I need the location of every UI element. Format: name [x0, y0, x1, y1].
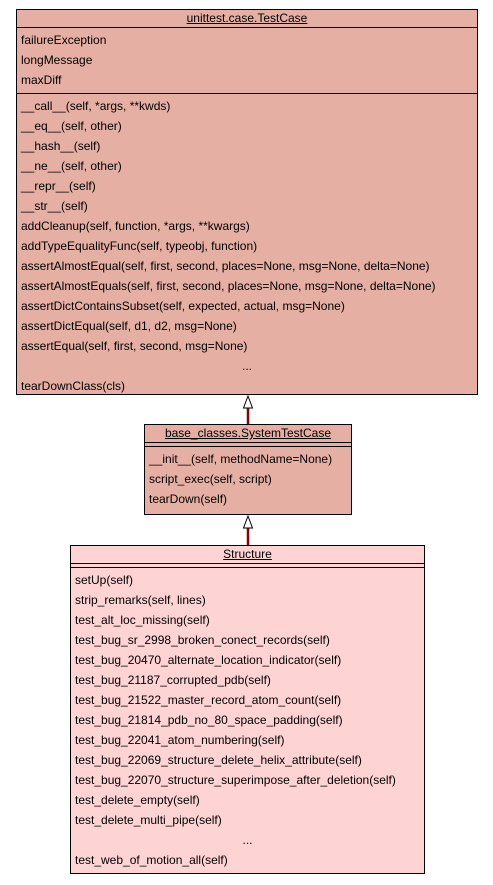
method-test-bug-22041: test_bug_22041_atom_numbering(self): [75, 733, 285, 747]
edge-arrowhead-system-to-testcase: [242, 394, 254, 409]
class-title-testcase: unittest.case.TestCase: [17, 10, 477, 28]
method-teardown-class: tearDownClass(cls): [21, 379, 126, 393]
method-hash: __hash__(self): [21, 139, 101, 153]
method-add-cleanup: addCleanup(self, function, *args, **kwar…: [21, 219, 250, 233]
method-assert-equal: assertEqual(self, first, second, msg=Non…: [21, 339, 248, 353]
method-assert-dict-contains-subset: assertDictContainsSubset(self, expected,…: [21, 299, 345, 313]
class-box-testcase[interactable]: unittest.case.TestCase failureException …: [16, 9, 478, 395]
method-assert-dict-equal: assertDictEqual(self, d1, d2, msg=None): [21, 319, 237, 333]
attribute-max-diff: maxDiff: [21, 73, 62, 87]
method-assert-almost-equals: assertAlmostEquals(self, first, second, …: [21, 279, 436, 293]
method-test-bug-22070: test_bug_22070_structure_superimpose_aft…: [75, 773, 396, 787]
method-script-exec: script_exec(self, script): [149, 472, 272, 486]
method-call: __call__(self, *args, **kwds): [21, 99, 171, 113]
method-test-bug-21814: test_bug_21814_pdb_no_80_space_padding(s…: [75, 713, 343, 727]
class-box-structure[interactable]: Structure setUp(self) strip_remarks(self…: [70, 545, 425, 874]
method-test-bug-22069: test_bug_22069_structure_delete_helix_at…: [75, 753, 362, 767]
class-box-system-test-case[interactable]: base_classes.SystemTestCase __init__(sel…: [144, 424, 352, 515]
method-test-web-of-motion-all: test_web_of_motion_all(self): [75, 853, 228, 867]
method-repr: __repr__(self): [21, 179, 96, 193]
inheritance-edge-structure-to-system: [242, 514, 254, 545]
attributes-section-testcase: failureException longMessage maxDiff: [17, 28, 477, 94]
attribute-long-message: longMessage: [21, 53, 93, 67]
method-eq: __eq__(self, other): [21, 119, 122, 133]
attribute-failure-exception: failureException: [21, 33, 107, 47]
method-add-type-equality-func: addTypeEqualityFunc(self, typeobj, funct…: [21, 239, 258, 253]
methods-section-system-test-case: __init__(self, methodName=None) script_e…: [145, 447, 351, 512]
method-test-delete-multi-pipe: test_delete_multi_pipe(self): [75, 813, 222, 827]
method-test-bug-21187: test_bug_21187_corrupted_pdb(self): [75, 673, 271, 687]
methods-section-testcase: __call__(self, *args, **kwds) __eq__(sel…: [17, 94, 477, 399]
method-test-bug-sr-2998: test_bug_sr_2998_broken_conect_records(s…: [75, 633, 330, 647]
methods-ellipsis-testcase: ...: [241, 359, 252, 373]
method-teardown: tearDown(self): [149, 492, 228, 506]
method-setup: setUp(self): [75, 573, 134, 587]
edge-arrowhead-structure-to-system: [242, 514, 254, 529]
inheritance-edge-system-to-testcase: [242, 394, 254, 424]
method-strip-remarks: strip_remarks(self, lines): [75, 593, 206, 607]
class-title-system-test-case: base_classes.SystemTestCase: [145, 425, 351, 443]
method-test-delete-empty: test_delete_empty(self): [75, 793, 200, 807]
method-init: __init__(self, methodName=None): [149, 452, 333, 466]
class-title-structure: Structure: [71, 546, 424, 564]
methods-section-structure: setUp(self) strip_remarks(self, lines) t…: [71, 568, 424, 873]
method-test-alt-loc-missing: test_alt_loc_missing(self): [75, 613, 210, 627]
method-test-bug-20470: test_bug_20470_alternate_location_indica…: [75, 653, 342, 667]
methods-ellipsis-structure: ...: [242, 833, 253, 847]
method-test-bug-21522: test_bug_21522_master_record_atom_count(…: [75, 693, 342, 707]
attributes-section-structure: [71, 564, 424, 568]
method-ne: __ne__(self, other): [21, 159, 122, 173]
method-str: __str__(self): [21, 199, 88, 213]
method-assert-almost-equal: assertAlmostEqual(self, first, second, p…: [21, 259, 430, 273]
attributes-section-system-test-case: [145, 443, 351, 447]
